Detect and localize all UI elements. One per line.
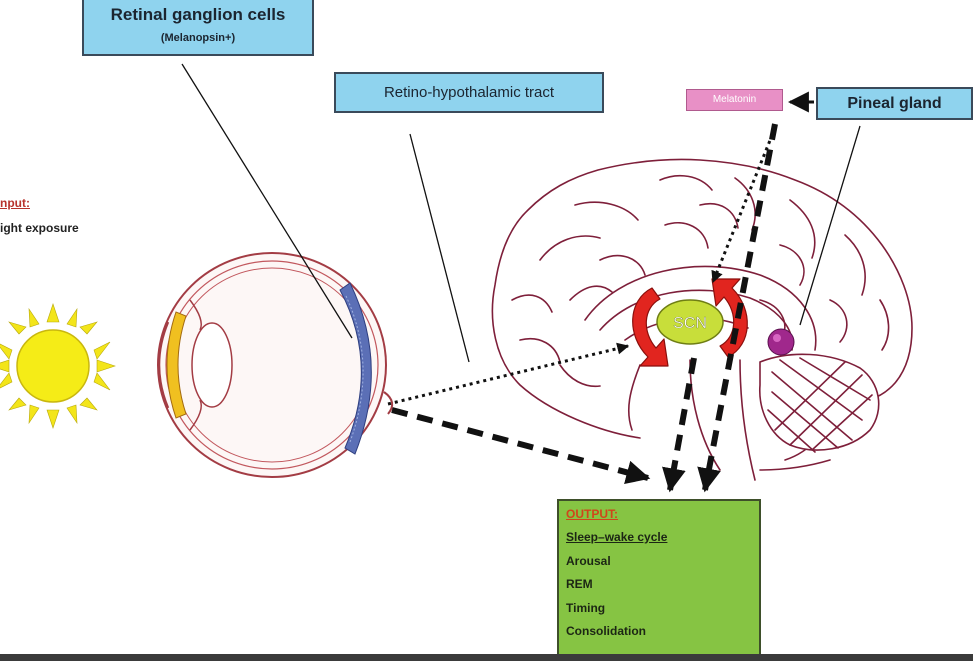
bottom-edge-bar bbox=[0, 654, 973, 661]
circadian-cycle-arrows bbox=[632, 278, 748, 367]
melanopsin-subtitle: (Melanopsin+) bbox=[160, 32, 236, 44]
output-item-rem: REM bbox=[566, 577, 593, 591]
output-item-timing: Timing bbox=[566, 600, 606, 615]
output-title: OUTPUT: bbox=[566, 507, 618, 521]
input-label: nput: bbox=[0, 196, 30, 210]
output-item-arousal: Arousal bbox=[566, 553, 611, 568]
pineal-highlight bbox=[773, 334, 781, 342]
pineal-gland-label: Pineal gland bbox=[816, 87, 973, 120]
sun-icon bbox=[0, 303, 116, 429]
pineal-gland-icon bbox=[767, 328, 795, 356]
scn-nucleus bbox=[656, 299, 724, 345]
melatonin-label: Melatonin bbox=[686, 89, 783, 111]
output-box: OUTPUT: Sleep–wake cycle Arousal REM Tim… bbox=[557, 499, 761, 658]
output-item-consolidation: Consolidation bbox=[566, 624, 646, 638]
input-value: ight exposure bbox=[0, 221, 79, 235]
connector-lines bbox=[181, 63, 861, 493]
retino-hypothalamic-tract-label: Retino-hypothalamic tract bbox=[334, 72, 604, 113]
output-item-sleep-wake: Sleep–wake cycle bbox=[566, 530, 668, 544]
retinal-ganglion-cells-label: Retinal ganglion cells (Melanopsin+) bbox=[82, 0, 314, 56]
retinal-ganglion-cells-title: Retinal ganglion cells bbox=[110, 5, 286, 24]
output-list: Sleep–wake cycle Arousal REM Timing Cons… bbox=[566, 528, 759, 646]
eye-illustration bbox=[157, 252, 394, 478]
scn-label: SCN bbox=[673, 315, 707, 332]
